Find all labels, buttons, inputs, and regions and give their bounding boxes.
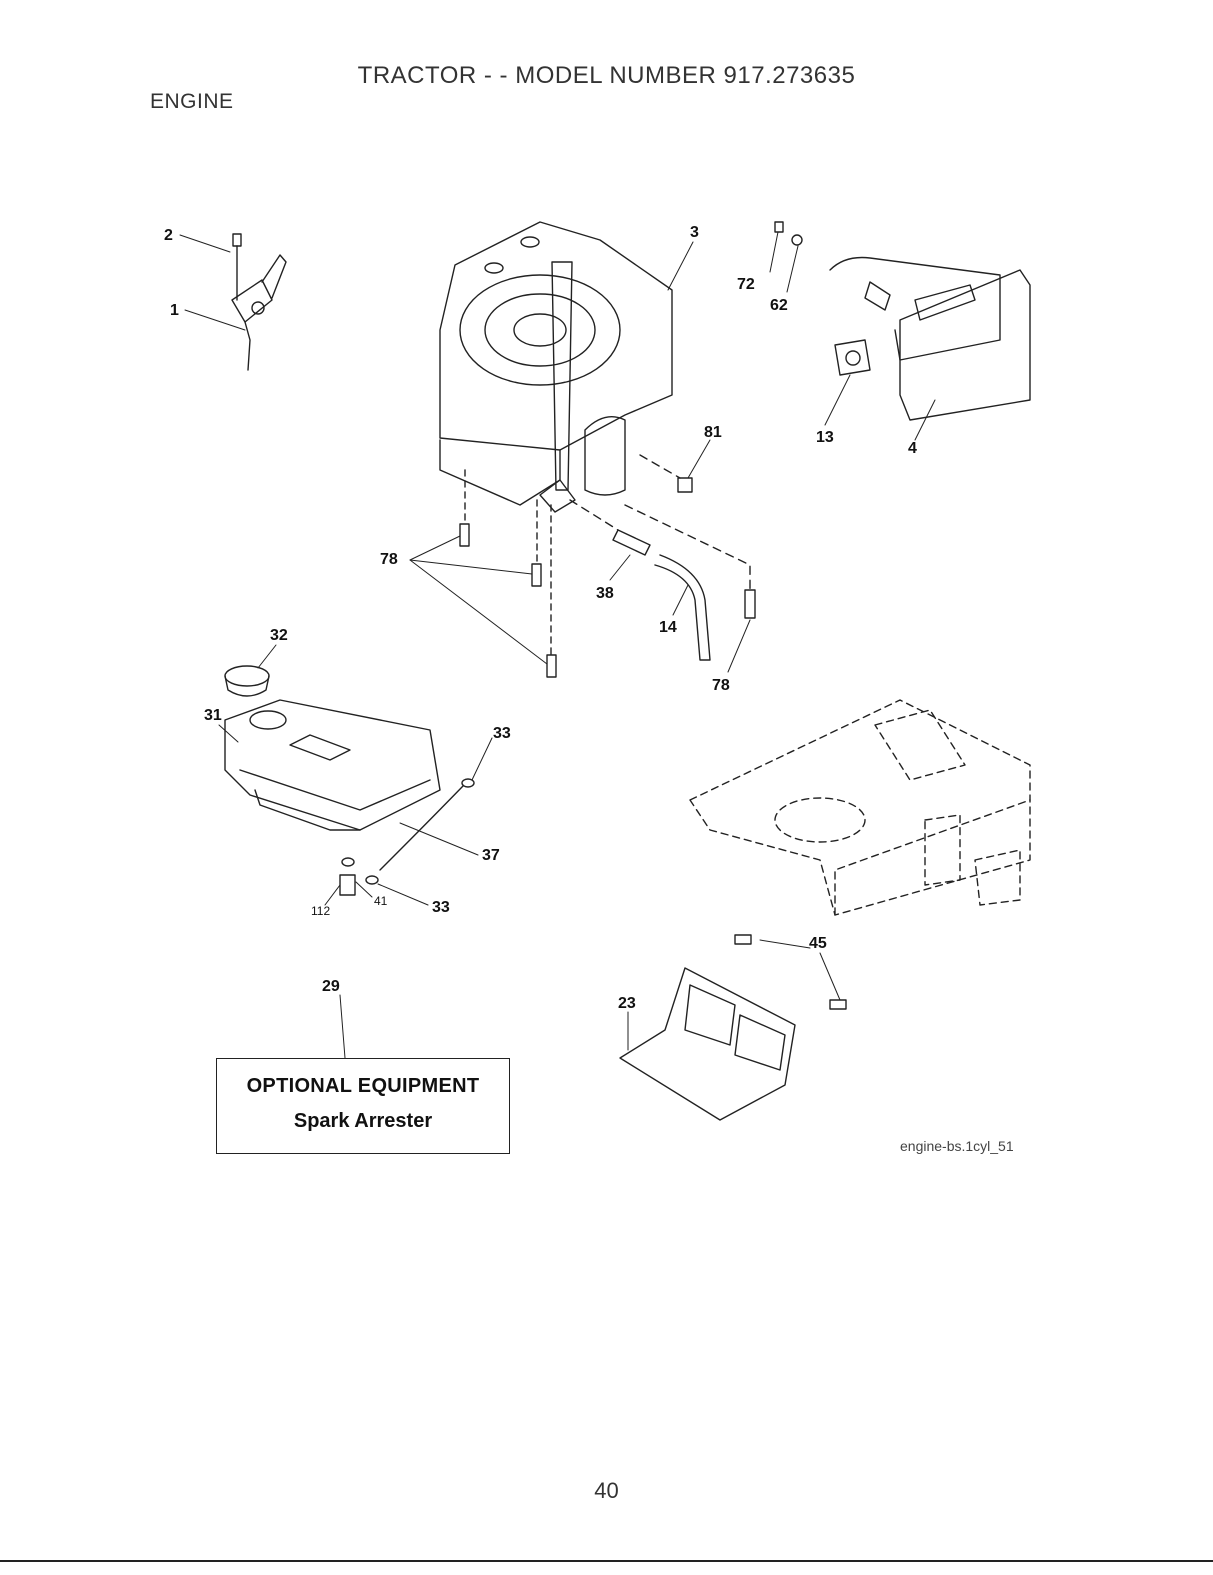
callout-72: 72	[737, 276, 755, 293]
tractor-frame-part	[690, 700, 1030, 915]
engine-part	[440, 222, 672, 512]
mounting-bolts-part	[460, 470, 755, 677]
callout-78-left: 78	[380, 551, 398, 568]
callout-62: 62	[770, 297, 788, 314]
callout-14: 14	[659, 619, 677, 636]
callout-29: 29	[322, 978, 340, 995]
callout-45: 45	[809, 935, 827, 952]
optional-equipment-box: OPTIONAL EQUIPMENT Spark Arrester	[216, 1058, 510, 1154]
callout-38: 38	[596, 585, 614, 602]
callout-33-bottom: 33	[432, 899, 450, 916]
file-reference: engine-bs.1cyl_51	[900, 1138, 1014, 1154]
optional-equipment-title: OPTIONAL EQUIPMENT	[217, 1075, 509, 1098]
callout-23: 23	[618, 995, 636, 1012]
callout-4: 4	[908, 440, 917, 457]
callout-3: 3	[690, 224, 699, 241]
bottom-rule	[0, 1560, 1213, 1562]
fuel-line-part	[340, 779, 474, 895]
muffler-part	[775, 222, 1030, 420]
optional-equipment-item: Spark Arrester	[217, 1110, 509, 1133]
callout-41: 41	[374, 894, 388, 908]
gas-cap-part	[225, 666, 269, 696]
oil-drain-part	[570, 455, 710, 660]
fuel-tank-part	[225, 700, 440, 830]
callout-2: 2	[164, 227, 173, 244]
callout-32: 32	[270, 627, 288, 644]
callout-1: 1	[170, 302, 179, 319]
callout-78-right: 78	[712, 677, 730, 694]
heat-shield-part	[620, 935, 846, 1120]
callout-112: 112	[311, 904, 330, 918]
callout-13: 13	[816, 429, 834, 446]
callout-31: 31	[204, 707, 222, 724]
page-number: 40	[0, 1478, 1213, 1504]
callout-33-top: 33	[493, 725, 511, 742]
callout-37: 37	[482, 847, 500, 864]
callout-81: 81	[704, 424, 722, 441]
throttle-control-part	[232, 234, 286, 370]
